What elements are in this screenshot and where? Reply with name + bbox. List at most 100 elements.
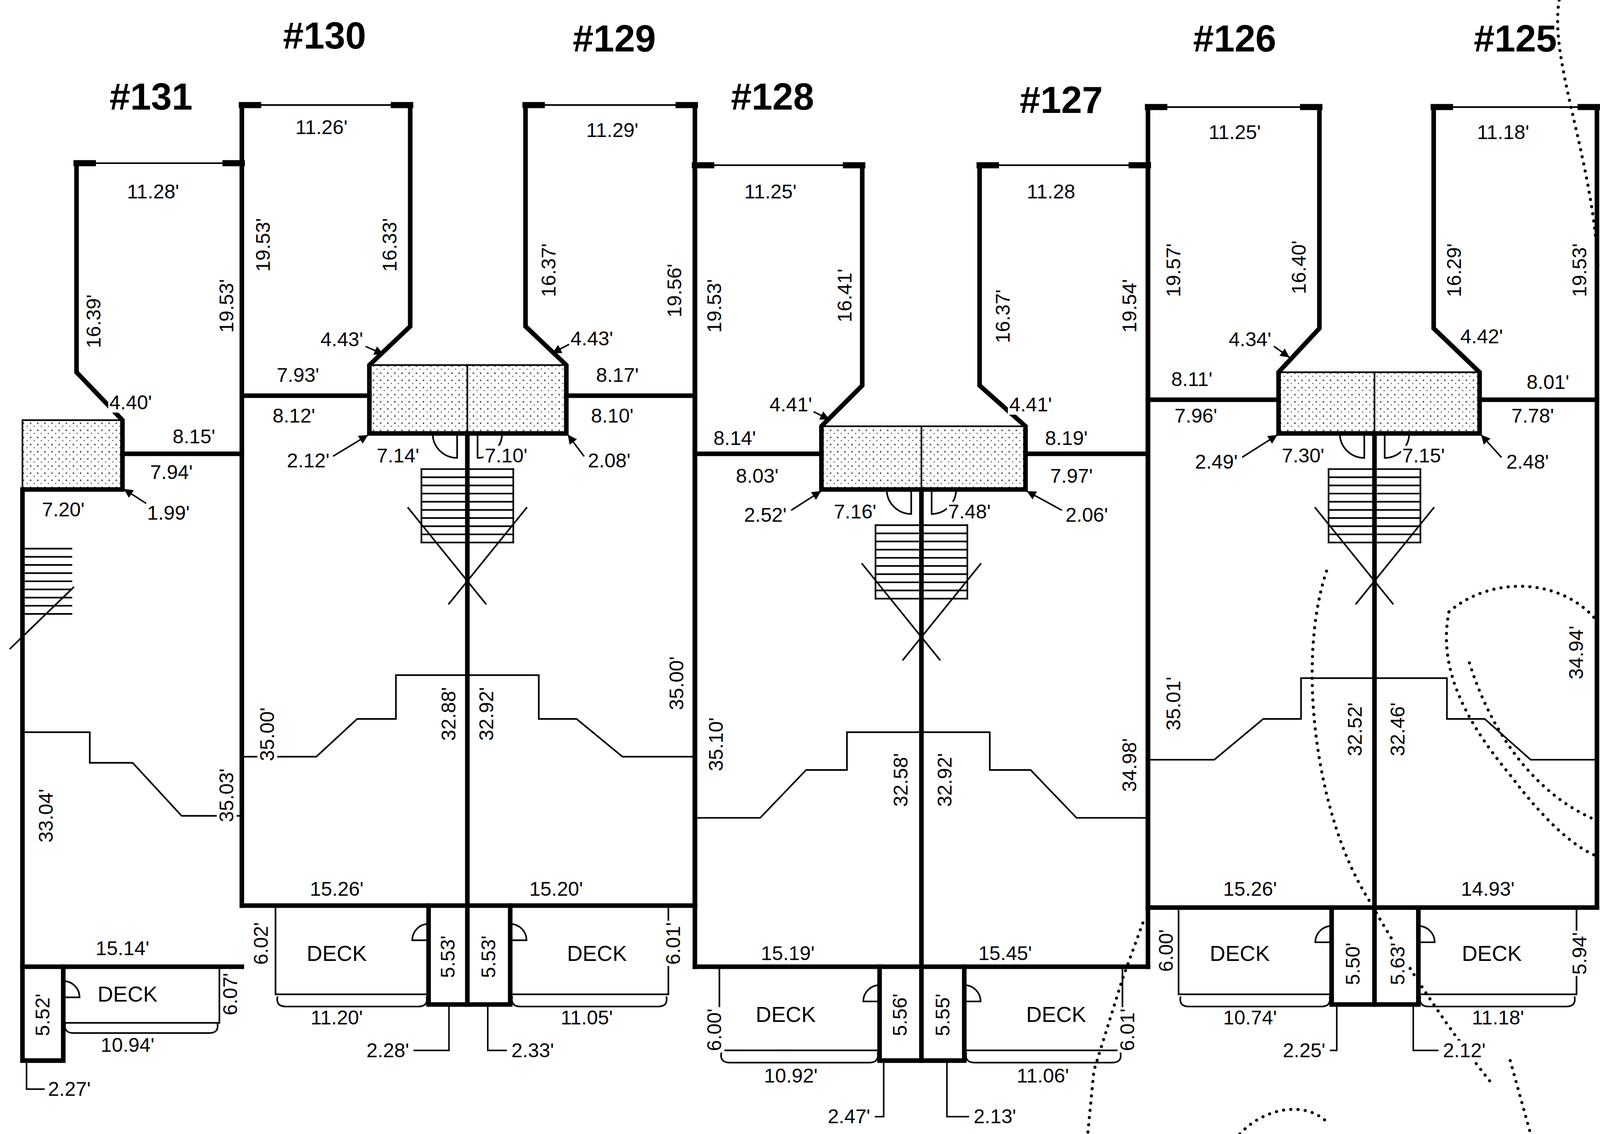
dimension-label: 7.78' bbox=[1509, 406, 1556, 426]
leader-line bbox=[875, 1062, 884, 1117]
dimension-label: 8.01' bbox=[1525, 372, 1571, 393]
leader-arrow bbox=[333, 435, 368, 456]
dimension-label: 5.94' bbox=[1569, 931, 1590, 977]
deck-area: DECK bbox=[1457, 940, 1526, 967]
door-swing bbox=[1339, 433, 1365, 458]
stair-break bbox=[1315, 508, 1393, 605]
dimension-label: 7.97' bbox=[1049, 466, 1095, 487]
dimension-label: 2.28' bbox=[365, 1040, 411, 1061]
dimension-label: 4.34' bbox=[1227, 329, 1273, 350]
stair-break bbox=[408, 508, 486, 605]
stair-tread bbox=[421, 492, 514, 495]
stair-tread bbox=[421, 508, 514, 511]
floor-level-line bbox=[1147, 678, 1597, 761]
stair-tread bbox=[25, 572, 72, 575]
stair-break bbox=[862, 564, 940, 661]
stair-tread bbox=[875, 548, 968, 551]
dimension-label: 34.98' bbox=[1119, 736, 1140, 793]
window-jamb bbox=[979, 162, 996, 169]
dimension-label: 8.12' bbox=[271, 406, 317, 426]
deck-area: DECK bbox=[93, 981, 162, 1008]
dimension-label: 4.41' bbox=[1007, 394, 1054, 415]
deck-label: DECK bbox=[1026, 1003, 1087, 1027]
dimension-label: 5.50' bbox=[1343, 941, 1363, 987]
window-jamb bbox=[1303, 104, 1320, 111]
dimension-label: 35.10' bbox=[706, 716, 727, 773]
leader-arrow bbox=[1242, 435, 1277, 458]
deck-label: DECK bbox=[1209, 942, 1270, 966]
dimension-label: 5.56' bbox=[890, 992, 911, 1038]
tree-outline bbox=[1446, 611, 1598, 857]
stoop-slab bbox=[821, 426, 1026, 490]
stair-tread bbox=[25, 580, 72, 583]
stair-tread bbox=[875, 540, 968, 543]
unit-number: #131 bbox=[108, 78, 194, 116]
stoop-divider bbox=[920, 426, 923, 490]
leader-arrow bbox=[568, 435, 584, 456]
stair-tread bbox=[875, 557, 968, 559]
leader-line bbox=[487, 1006, 507, 1051]
storage-room bbox=[1331, 907, 1419, 1005]
deck-area: DECK bbox=[1205, 940, 1274, 967]
dimension-label: 19.57' bbox=[1163, 242, 1184, 299]
dimension-label: 16.39' bbox=[83, 293, 104, 350]
unit-wall bbox=[242, 393, 370, 399]
leader-arrow bbox=[552, 344, 569, 353]
window-jamb bbox=[1131, 162, 1148, 169]
dimension-label: 11.18' bbox=[1470, 1007, 1526, 1028]
unit-wall bbox=[239, 105, 245, 906]
stair-tread bbox=[25, 588, 72, 591]
dimension-label: 2.06' bbox=[1064, 505, 1110, 526]
stoop-slab bbox=[1278, 372, 1480, 434]
dimension-label: 19.54' bbox=[1119, 277, 1140, 334]
dimension-label: 16.40' bbox=[1289, 239, 1309, 296]
deck-area: DECK bbox=[302, 940, 371, 967]
stair-tread bbox=[421, 468, 514, 470]
dimension-label: 2.33' bbox=[510, 1040, 556, 1061]
dimension-label: 5.53' bbox=[437, 934, 458, 980]
deck-area: DECK bbox=[1022, 1001, 1091, 1028]
dimension-label: 11.28' bbox=[125, 181, 181, 202]
unit-wall bbox=[369, 105, 567, 434]
dimension-label: 2.47' bbox=[826, 1106, 872, 1127]
dimension-label: 5.63' bbox=[1387, 941, 1408, 987]
dimension-label: 16.37' bbox=[538, 242, 559, 299]
dimension-label: 4.43' bbox=[319, 329, 365, 350]
unit-number: #130 bbox=[281, 17, 368, 55]
stair-break bbox=[902, 564, 981, 661]
stair-tread bbox=[25, 548, 72, 550]
dimension-label: 19.53' bbox=[704, 277, 725, 334]
leader-arrow bbox=[814, 412, 829, 420]
stair-tread bbox=[1328, 468, 1421, 470]
stair-tread bbox=[1328, 492, 1421, 495]
stair-side bbox=[966, 525, 969, 599]
stoop-slab bbox=[369, 365, 567, 434]
dimension-label: 15.26' bbox=[308, 879, 365, 900]
dimension-label: 6.00' bbox=[1156, 927, 1177, 974]
stair-tread bbox=[421, 476, 514, 479]
dimension-label: 11.28 bbox=[1025, 181, 1077, 202]
dimension-label: 6.07' bbox=[220, 971, 241, 1018]
dimension-label: 7.93' bbox=[275, 365, 321, 386]
dimension-label: 6.02' bbox=[251, 920, 272, 967]
dimension-label: 6.00' bbox=[704, 1007, 725, 1053]
dimension-label: 8.03' bbox=[734, 466, 780, 487]
dimension-label: 5.52' bbox=[32, 992, 53, 1038]
dimension-bracket bbox=[511, 996, 667, 1007]
stair-tread bbox=[421, 533, 514, 536]
unit-wall bbox=[1147, 397, 1279, 403]
dimension-label: 35.01' bbox=[1163, 675, 1184, 732]
unit-wall bbox=[821, 165, 1026, 490]
door-swing bbox=[863, 985, 880, 1002]
tree-outline bbox=[1087, 922, 1143, 1134]
stair-side bbox=[1327, 469, 1330, 543]
dimension-label: 2.12' bbox=[285, 450, 331, 471]
door-swing bbox=[412, 924, 429, 941]
stair-tread bbox=[875, 524, 968, 526]
window-jamb bbox=[76, 160, 93, 167]
party-wall bbox=[919, 489, 924, 1061]
dimension-bracket bbox=[64, 1022, 218, 1034]
stair-side bbox=[420, 469, 423, 543]
stair-break bbox=[10, 587, 74, 649]
